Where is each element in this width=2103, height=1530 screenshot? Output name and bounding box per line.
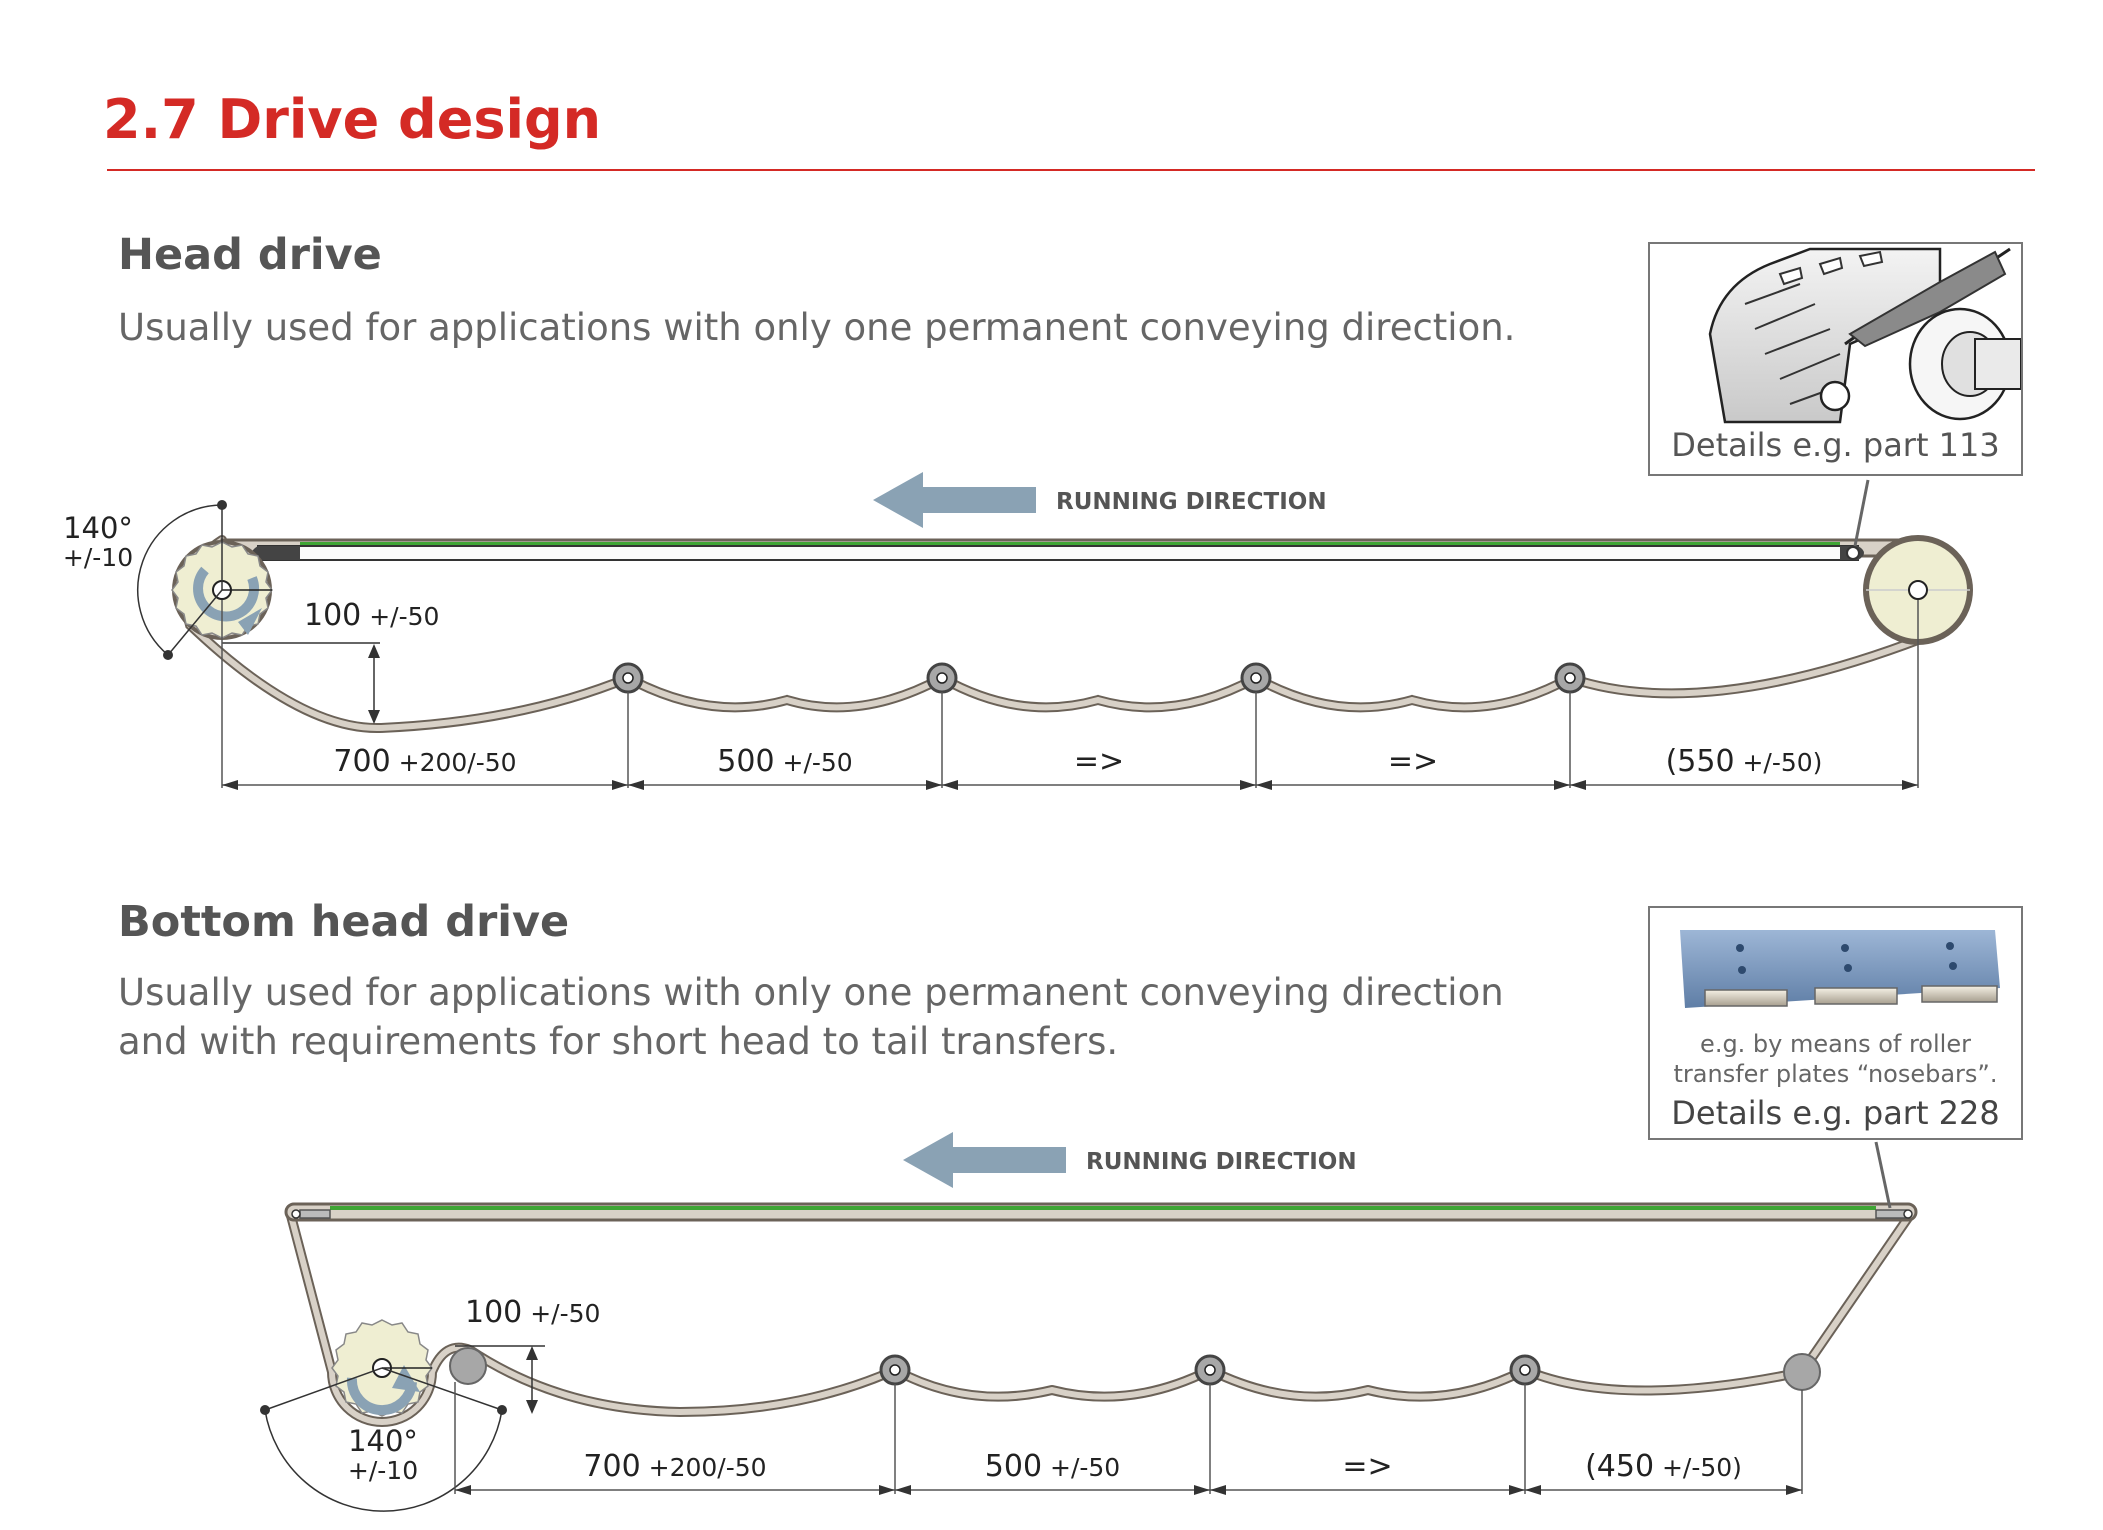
dimension-arrowhead (1256, 780, 1272, 790)
sag-dimension-label: 100 +/-50 (304, 598, 439, 633)
support-roller-icon (1240, 662, 1272, 694)
page-title: 2.7 Drive design (103, 88, 602, 151)
dimension-arrowhead (1210, 1485, 1226, 1495)
nosebar-plate-icon (299, 1209, 331, 1219)
support-roller-icon (612, 662, 644, 694)
running-direction-label: RUNNING DIRECTION (1086, 1149, 1357, 1175)
bottom-head-drive-description-line2: and with requirements for short head to … (118, 1020, 1119, 1063)
dimension-arrowhead (628, 780, 644, 790)
dimension-label: (450 +/-50) (1585, 1449, 1742, 1484)
dimension-label: 500 +/-50 (717, 744, 852, 779)
bottom-head-drive-detail-caption: Details e.g. part 228 (1671, 1094, 2000, 1132)
extension-lines (454, 1382, 1803, 1494)
detail-leader-line (1874, 1141, 1892, 1209)
support-roller-icon (1554, 662, 1586, 694)
head-drive-diagram: RUNNING DIRECTION 140° +/-10 (63, 472, 1973, 790)
dimension-arrowhead (1786, 1485, 1802, 1495)
support-roller-icon (879, 1354, 911, 1386)
support-roller-icon (926, 662, 958, 694)
dimension-arrowhead (1194, 1485, 1210, 1495)
extension-lines (221, 600, 1919, 788)
dimension-arrowhead (895, 1485, 911, 1495)
snub-roller-icon (449, 1347, 487, 1385)
wrap-angle-value: 140° (63, 511, 133, 545)
tail-roller-icon (1783, 1353, 1821, 1391)
dimension-arrowhead (1509, 1485, 1525, 1495)
dimension-arrowhead (879, 1485, 895, 1495)
belt-return-path (181, 535, 1923, 734)
dimension-arrowhead (1240, 780, 1256, 790)
running-direction-arrow-icon (873, 472, 1036, 528)
dimension-label: 700 +200/-50 (583, 1449, 766, 1484)
head-drive-detail-caption: Details e.g. part 113 (1671, 426, 2000, 464)
dimension-arrowhead (926, 780, 942, 790)
bottom-head-drive-title: Bottom head drive (118, 897, 570, 947)
dimension-arrowhead (1525, 1485, 1541, 1495)
nosebar-note-line1: e.g. by means of roller (1700, 1030, 1971, 1058)
detail-leader-line (1853, 479, 1870, 547)
wrap-angle-tolerance: +/-10 (348, 1456, 418, 1485)
dimension-arrowhead (942, 780, 958, 790)
running-direction-label: RUNNING DIRECTION (1056, 489, 1327, 515)
dimension-arrowhead (1570, 780, 1586, 790)
support-roller-icon (1194, 1354, 1226, 1386)
dimension-label: => (1342, 1449, 1392, 1484)
running-direction-arrow-icon (903, 1132, 1066, 1188)
dimension-label: (550 +/-50) (1666, 744, 1823, 779)
nosebar-transfer-plate-image (1680, 930, 2000, 1008)
wrap-angle-indicator (264, 1367, 503, 1512)
chain-sprocket-detail-image (1708, 247, 2021, 424)
support-roller-icon (1509, 1354, 1541, 1386)
head-drive-detail-box: Details e.g. part 113 (1648, 242, 2023, 476)
dimension-arrowhead (1902, 780, 1918, 790)
nosebar-plate-icon (1875, 1209, 1907, 1219)
title-divider (107, 169, 2035, 171)
nosebar-note-line2: transfer plates “nosebars”. (1673, 1060, 1998, 1088)
bottom-head-drive-description-line1: Usually used for applications with only … (118, 971, 1504, 1014)
head-drive-description: Usually used for applications with only … (118, 306, 1516, 349)
head-drive-title: Head drive (118, 230, 382, 280)
wrap-angle-indicator (137, 504, 223, 656)
dimension-arrowhead (222, 780, 238, 790)
conveyor-frame-rail (257, 545, 1859, 561)
dimension-label: => (1074, 744, 1124, 779)
bottom-head-drive-detail-box: e.g. by means of roller transfer plates … (1648, 906, 2023, 1140)
bottom-head-drive-diagram: RUNNING DIRECTION 140° +/-10 100 +/-50 (260, 1132, 1918, 1512)
sag-dimension-label: 100 +/-50 (465, 1295, 600, 1330)
dimension-label: 500 +/-50 (985, 1449, 1120, 1484)
wrap-angle-value: 140° (348, 1424, 418, 1458)
dimension-label: => (1388, 744, 1438, 779)
dimension-arrowhead (455, 1485, 471, 1495)
dimension-arrowhead (1554, 780, 1570, 790)
dimension-arrowhead (612, 780, 628, 790)
dimension-label: 700 +200/-50 (333, 744, 516, 779)
wrap-angle-tolerance: +/-10 (63, 543, 133, 572)
